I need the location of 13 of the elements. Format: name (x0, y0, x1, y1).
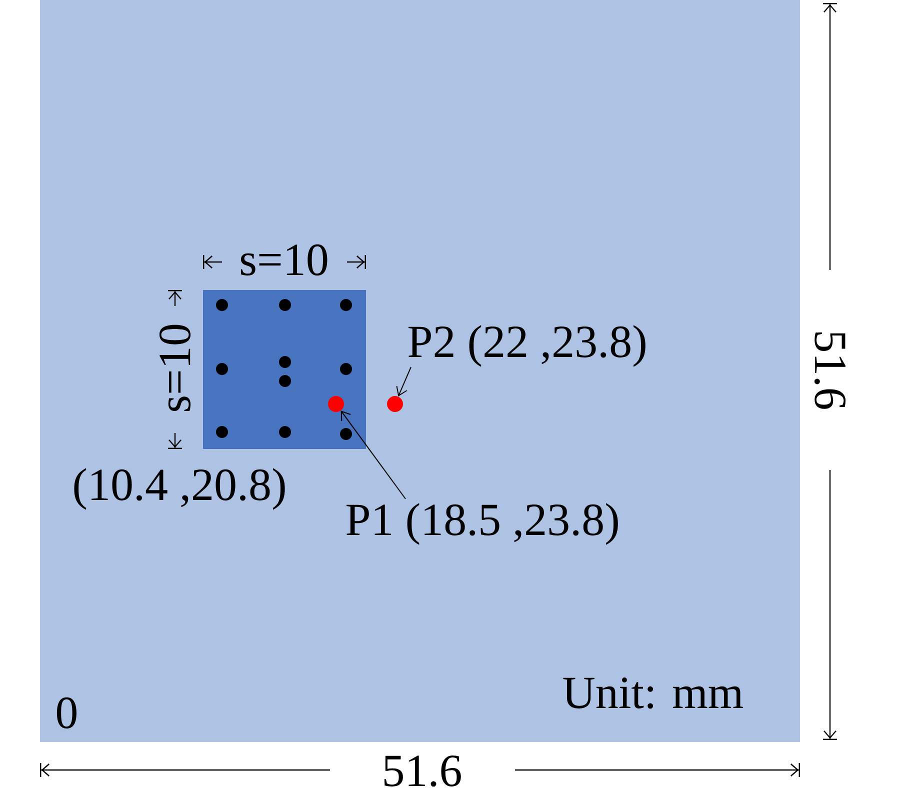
point-marker (387, 396, 403, 412)
dimension-label: s=10 (240, 244, 328, 276)
coordinate-label: (10.4 ,20.8) (74, 468, 285, 510)
leader-line (396, 366, 412, 396)
unit-note: Unit: mm (563, 678, 743, 709)
dimension-label: s=10 (159, 324, 191, 412)
point-label: P2 (22 ,23.8) (408, 325, 646, 367)
point-label: P1 (18.5 ,23.8) (346, 503, 618, 545)
leader-line (340, 410, 406, 500)
dimension-label: 51.6 (814, 332, 846, 409)
origin-label: 0 (56, 697, 76, 728)
dimension-label: 51.6 (384, 756, 461, 787)
point-marker (328, 396, 344, 412)
